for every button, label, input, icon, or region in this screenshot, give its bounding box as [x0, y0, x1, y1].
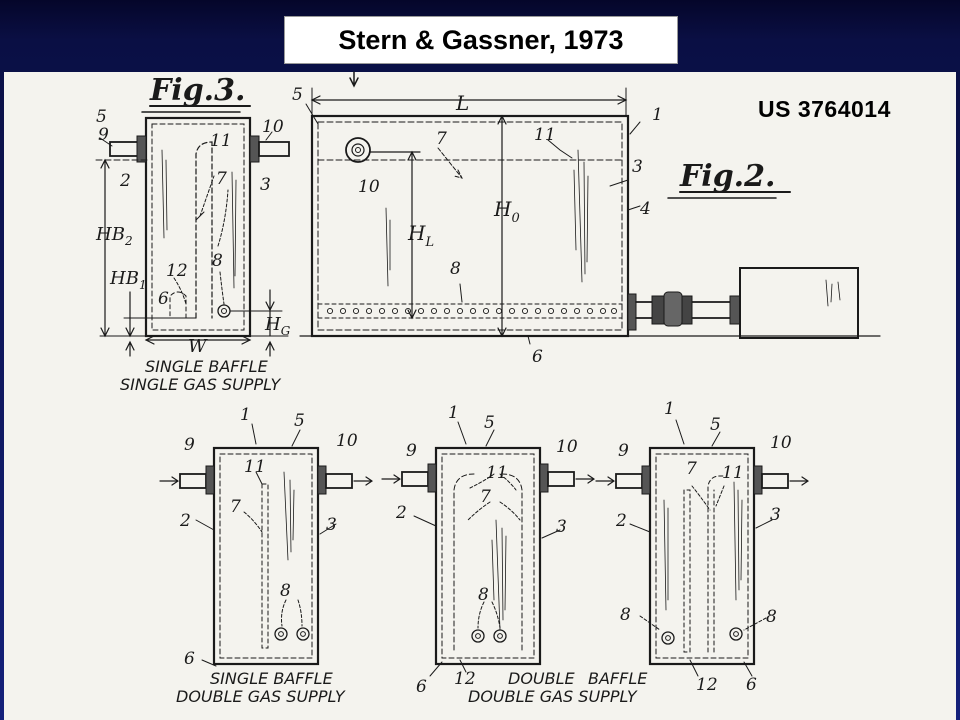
fig2-label: Fig.2. [679, 159, 775, 194]
svg-text:DOUBLE: DOUBLE [508, 669, 576, 688]
svg-text:BAFFLE: BAFFLE [588, 669, 648, 688]
fig2-ref-4: 4 [639, 199, 651, 219]
fig-b-ref-7: 7 [480, 487, 491, 507]
svg-text:DOUBLE GAS SUPPLY: DOUBLE GAS SUPPLY [176, 687, 346, 706]
svg-text:DOUBLE GAS SUPPLY: DOUBLE GAS SUPPLY [468, 687, 638, 706]
slide-title: Stern & Gassner, 1973 [284, 16, 678, 64]
fig-c-drawing [595, 419, 810, 677]
fig2-references: 5 1 7 11 3 10 4 8 6 [292, 85, 663, 367]
fig3-ref-2: 2 [119, 171, 131, 191]
fig3-ref-6: 6 [158, 289, 169, 309]
fig-c-ref-8b: 8 [766, 607, 777, 627]
fig-b-ref-8: 8 [478, 585, 489, 605]
fig3-dim-hb2: HB2 [95, 224, 133, 248]
fig-c-tank [648, 446, 756, 666]
fig2-ref-5: 5 [292, 85, 303, 105]
fig3-ref-9: 9 [98, 125, 109, 145]
fig3-ref-8: 8 [212, 251, 223, 271]
fig3-dimensions: HB2 HB1 HG W [95, 224, 291, 357]
svg-text:SINGLE GAS SUPPLY: SINGLE GAS SUPPLY [120, 375, 281, 394]
fig-c-ref-6: 6 [746, 675, 757, 695]
fig-a-ref-6: 6 [184, 649, 195, 669]
fig-c-caption: BAFFLE [588, 669, 648, 688]
fig-b-ref-9: 9 [406, 441, 417, 461]
fig3-caption: SINGLE BAFFLE SINGLE GAS SUPPLY [120, 357, 281, 394]
fig3-drawing: Fig.3. [95, 73, 290, 357]
fig-c-ref-10: 10 [770, 433, 792, 453]
fig-c-ref-2: 2 [615, 511, 627, 531]
fig2-dim-h0: H0 [493, 197, 520, 226]
fig-a-ref-5: 5 [294, 411, 305, 431]
fig-b-caption: DOUBLE DOUBLE GAS SUPPLY [468, 669, 638, 706]
fig-c-ref-8a: 8 [620, 605, 631, 625]
fig2-ref-1: 1 [652, 105, 663, 125]
fig3-references: 5 9 10 11 2 7 3 12 8 6 [96, 107, 284, 309]
fig-b-ref-10: 10 [556, 437, 578, 457]
fig3-ref-5: 5 [96, 107, 107, 127]
fig3-dim-hb1: HB1 [109, 268, 147, 292]
fig-a-ref-1: 1 [240, 405, 251, 425]
fig-a-references: 1 5 9 10 11 7 2 3 8 6 [179, 405, 358, 669]
fig3-ref-10: 10 [262, 117, 284, 137]
fig-b-ref-3: 3 [556, 517, 567, 537]
fig-b-tank [434, 446, 542, 666]
fig2-dimensions: L HL H0 [407, 91, 520, 250]
fig-a-ref-7: 7 [230, 497, 241, 517]
fig-c-ref-9: 9 [618, 441, 629, 461]
fig2-ref-7: 7 [436, 129, 447, 149]
fig-a-caption: SINGLE BAFFLE DOUBLE GAS SUPPLY [176, 669, 346, 706]
fig2-ref-3: 3 [632, 157, 643, 177]
fig3-ref-11: 11 [210, 131, 232, 151]
fig-a-tank [212, 446, 320, 666]
fig3-ref-7: 7 [216, 169, 227, 189]
fig3-dim-hg: HG [264, 314, 291, 338]
fig-c-ref-7: 7 [686, 459, 697, 479]
fig-a-drawing [159, 423, 374, 667]
fig-a-ref-3: 3 [326, 515, 337, 535]
fig-b-ref-12: 12 [454, 669, 476, 689]
fig-c-ref-12: 12 [696, 675, 718, 695]
fig2-dim-hl: HL [407, 221, 434, 250]
fig-b-drawing [381, 421, 596, 677]
fig-a-ref-11: 11 [244, 457, 266, 477]
fig-a-ref-2: 2 [179, 511, 191, 531]
patent-number: US 3764014 [758, 96, 891, 122]
fig-b-ref-6: 6 [416, 677, 427, 697]
fig-a-ref-10: 10 [336, 431, 358, 451]
fig2-ref-11: 11 [534, 125, 556, 145]
fig-c-references: 1 5 9 10 7 11 2 3 8 8 12 6 [615, 399, 792, 695]
fig-b-references: 1 5 9 10 11 7 2 3 8 6 12 [395, 403, 578, 697]
fig2-ref-8: 8 [450, 259, 461, 279]
fig3-ref-3: 3 [260, 175, 271, 195]
fig3-dim-w: W [188, 336, 208, 357]
fig2-blower [739, 267, 859, 339]
fig-b-ref-11: 11 [486, 463, 508, 483]
fig-b-ref-2: 2 [395, 503, 407, 523]
fig-a-ref-9: 9 [184, 435, 195, 455]
fig2-drawing [299, 71, 881, 345]
svg-text:SINGLE BAFFLE: SINGLE BAFFLE [210, 669, 334, 688]
fig-c-ref-5: 5 [710, 415, 721, 435]
svg-text:SINGLE BAFFLE: SINGLE BAFFLE [145, 357, 269, 376]
fig2-ref-6: 6 [532, 347, 543, 367]
fig2-ref-10: 10 [358, 177, 380, 197]
fig-b-ref-1: 1 [448, 403, 459, 423]
fig-b-ref-5: 5 [484, 413, 495, 433]
fig-a-ref-8: 8 [280, 581, 291, 601]
fig-c-ref-3: 3 [770, 505, 781, 525]
fig-c-ref-1: 1 [664, 399, 675, 419]
fig3-ref-12: 12 [166, 261, 188, 281]
fig-c-ref-11: 11 [722, 463, 744, 483]
fig3-label: Fig.3. [149, 73, 245, 108]
fig2-dim-l: L [455, 91, 469, 115]
